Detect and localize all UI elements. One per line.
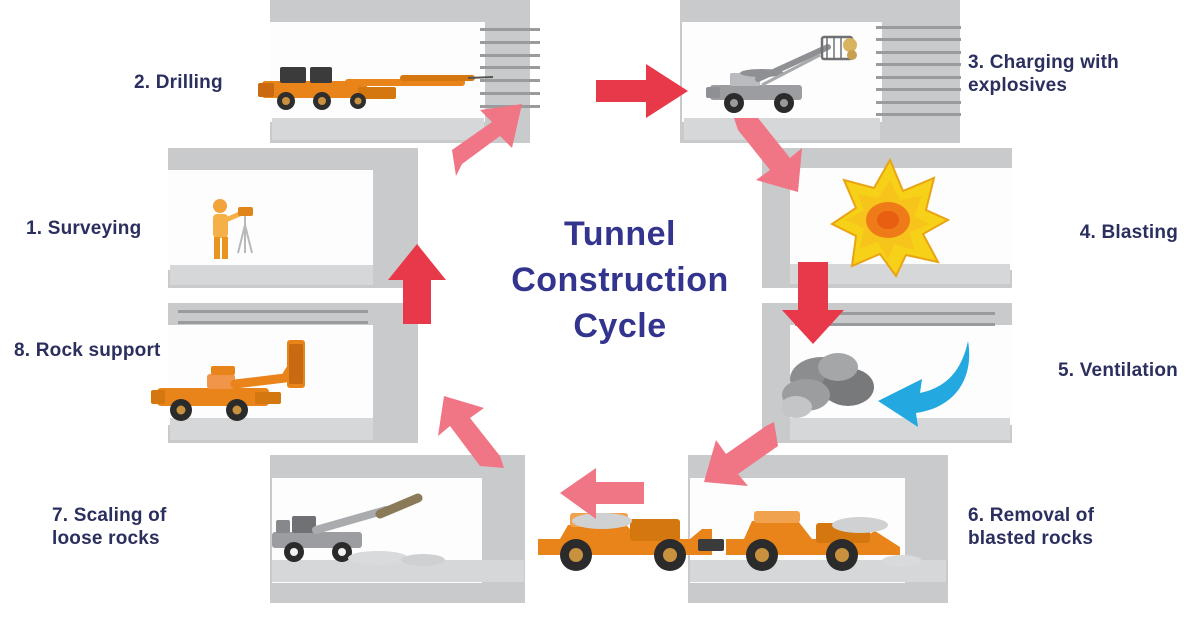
ventilation-airflow-arrow-icon bbox=[872, 335, 982, 435]
arrow-rocksupport-to-surveying bbox=[386, 242, 448, 326]
arrow-blasting-to-ventilation bbox=[778, 262, 848, 347]
page-title: Tunnel Construction Cycle bbox=[470, 212, 770, 350]
step-label-drilling: 2. Drilling bbox=[134, 72, 223, 93]
step-label-rock-support: 8. Rock support bbox=[14, 340, 161, 361]
panel-blasting-floor bbox=[790, 264, 1010, 284]
drill-jumbo-machine-icon bbox=[250, 55, 500, 115]
panel-rock-support-floor bbox=[170, 418, 373, 440]
scaling-machine-icon bbox=[258, 490, 458, 570]
panel-surveying-floor bbox=[170, 265, 373, 285]
step-label-ventilation: 5. Ventilation bbox=[1058, 360, 1178, 381]
surveyor-figure-icon bbox=[198, 195, 258, 270]
panel-charging-floor bbox=[684, 118, 880, 140]
panel-surveying-inner bbox=[168, 170, 373, 270]
arrow-scaling-to-rocksupport bbox=[438, 396, 514, 472]
arrow-removal-to-scaling bbox=[558, 466, 646, 522]
panel-drilling-floor bbox=[272, 118, 484, 140]
step-label-scaling: 7. Scaling of loose rocks bbox=[52, 505, 167, 549]
panel-ventilation-floor bbox=[790, 418, 1010, 440]
ventilation-roof-lines bbox=[795, 312, 995, 326]
step-label-removal: 6. Removal of blasted rocks bbox=[968, 505, 1095, 549]
shotcrete-rock-bolting-machine-icon bbox=[145, 340, 375, 425]
step-label-surveying: 1. Surveying bbox=[26, 218, 142, 239]
panel-scaling-floor bbox=[272, 560, 524, 582]
charging-vehicle-icon bbox=[700, 35, 900, 120]
step-label-blasting: 4. Blasting bbox=[1079, 222, 1178, 243]
arrow-charging-to-blasting bbox=[728, 118, 808, 196]
panel-rock-support-inner bbox=[168, 325, 373, 425]
explosion-starburst-icon bbox=[830, 157, 951, 283]
charging-face-lines bbox=[876, 26, 961, 116]
arrow-ventilation-to-removal bbox=[700, 420, 782, 490]
arrow-surveying-to-drilling bbox=[448, 100, 524, 178]
page-title-line-3: Cycle bbox=[573, 306, 667, 345]
smoke-cloud-icon bbox=[780, 345, 897, 430]
page-title-line-1: Tunnel bbox=[564, 215, 676, 253]
haul-truck-loader-icon bbox=[530, 495, 922, 580]
rock-support-roof-lines bbox=[178, 310, 368, 324]
page-title-line-2: Construction bbox=[511, 260, 729, 299]
arrow-drilling-to-charging bbox=[596, 60, 692, 122]
step-label-charging: 3. Charging with explosives bbox=[968, 52, 1119, 96]
